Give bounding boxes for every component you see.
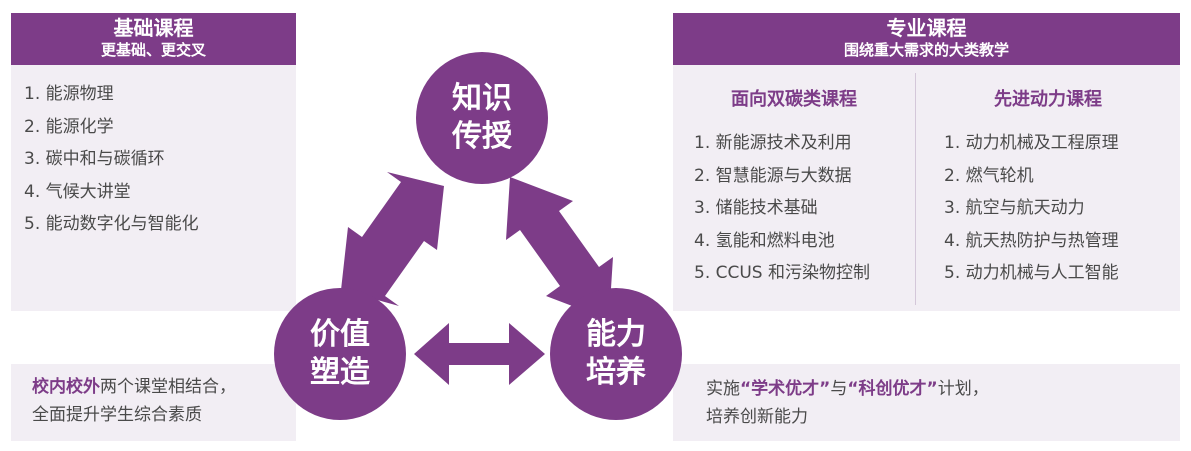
list-item: 5. CCUS 和污染物控制 (694, 263, 871, 283)
advanced-power-heading: 先进动力课程 (994, 89, 1102, 110)
right-note-text: 实施“学术优才”与“科创优才”计划， 培养创新能力 (673, 364, 1180, 431)
left-note-panel: 校内校外两个课堂相结合， 全面提升学生综合素质 (11, 364, 296, 441)
right-note-part: 与 (830, 379, 848, 399)
list-item: 1. 新能源技术及利用 (694, 133, 852, 153)
circle-line: 培养 (586, 355, 646, 390)
left-note-text: 校内校外两个课堂相结合， 全面提升学生综合素质 (11, 364, 296, 429)
double-arrow-value-ability (414, 323, 545, 385)
list-item: 1. 能源物理 (24, 84, 114, 104)
basic-courses-header: 基础课程 更基础、更交叉 (11, 13, 296, 65)
innovation-talent-highlight: “科创优才” (847, 379, 938, 399)
right-note-panel: 实施“学术优才”与“科创优才”计划， 培养创新能力 (673, 364, 1180, 441)
list-item: 4. 航天热防护与热管理 (944, 230, 1119, 251)
knowledge-transfer-label: 知识 传授 (452, 80, 512, 156)
list-item: 2. 智慧能源与大数据 (694, 165, 852, 186)
list-item: 3. 航空与航天动力 (944, 198, 1085, 218)
academic-talent-highlight: “学术优才” (740, 379, 831, 399)
basic-courses-title: 基础课程 (113, 16, 194, 40)
circle-line: 塑造 (310, 355, 370, 390)
circle-line: 知识 (452, 81, 512, 116)
list-item: 5. 能动数字化与智能化 (24, 214, 199, 234)
advanced-power-list: 1. 动力机械及工程原理 2. 燃气轮机 3. 航空与航天动力 4. 航天热防护… (916, 115, 1180, 290)
circle-line: 能力 (586, 317, 646, 352)
ability-cultivation-label: 能力 培养 (586, 316, 646, 392)
circle-line: 价值 (310, 317, 370, 352)
dual-carbon-list: 1. 新能源技术及利用 2. 智慧能源与大数据 3. 储能技术基础 4. 氢能和… (673, 115, 915, 290)
professional-courses-panel: 面向双碳类课程 1. 新能源技术及利用 2. 智慧能源与大数据 3. 储能技术基… (673, 65, 1180, 311)
list-item: 1. 动力机械及工程原理 (944, 133, 1119, 153)
dual-carbon-heading: 面向双碳类课程 (731, 89, 857, 110)
value-shaping-label: 价值 塑造 (310, 316, 370, 392)
left-note-highlight: 校内校外 (32, 377, 100, 397)
column-divider (915, 73, 916, 305)
right-note-part: 计划， (937, 379, 989, 399)
right-note-line-2: 培养创新能力 (706, 407, 808, 427)
list-item: 5. 动力机械与人工智能 (944, 263, 1119, 283)
right-note-part: 实施 (706, 379, 740, 399)
list-item: 3. 碳中和与碳循环 (24, 149, 165, 169)
list-item: 2. 燃气轮机 (944, 165, 1034, 186)
list-item: 3. 储能技术基础 (694, 198, 818, 218)
knowledge-transfer-circle: 知识 传授 (416, 52, 548, 184)
circle-line: 传授 (452, 119, 512, 154)
professional-courses-title: 专业课程 (886, 16, 967, 40)
basic-courses-subtitle: 更基础、更交叉 (100, 41, 206, 59)
double-arrow-knowledge-value (341, 172, 444, 306)
left-note-line-1: 校内校外两个课堂相结合， (32, 373, 296, 401)
professional-courses-subtitle: 围绕重大需求的大类教学 (843, 41, 1009, 59)
dual-carbon-column: 面向双碳类课程 1. 新能源技术及利用 2. 智慧能源与大数据 3. 储能技术基… (673, 65, 915, 290)
list-item: 2. 能源化学 (24, 116, 114, 137)
basic-courses-panel: 1. 能源物理 2. 能源化学 3. 碳中和与碳循环 4. 气候大讲堂 5. 能… (11, 65, 296, 311)
list-item: 4. 气候大讲堂 (24, 181, 131, 202)
left-note-line-2: 全面提升学生综合素质 (32, 405, 202, 425)
left-note-line-1-rest: 两个课堂相结合， (100, 377, 236, 397)
basic-courses-list: 1. 能源物理 2. 能源化学 3. 碳中和与碳循环 4. 气候大讲堂 5. 能… (11, 65, 296, 241)
professional-courses-header: 专业课程 围绕重大需求的大类教学 (673, 13, 1180, 65)
list-item: 4. 氢能和燃料电池 (694, 230, 835, 251)
ability-cultivation-circle: 能力 培养 (550, 288, 682, 420)
right-note-line-1: 实施“学术优才”与“科创优才”计划， (706, 375, 1180, 403)
advanced-power-column: 先进动力课程 1. 动力机械及工程原理 2. 燃气轮机 3. 航空与航天动力 4… (916, 65, 1180, 290)
double-arrow-knowledge-ability (506, 177, 613, 320)
value-shaping-circle: 价值 塑造 (274, 288, 406, 420)
